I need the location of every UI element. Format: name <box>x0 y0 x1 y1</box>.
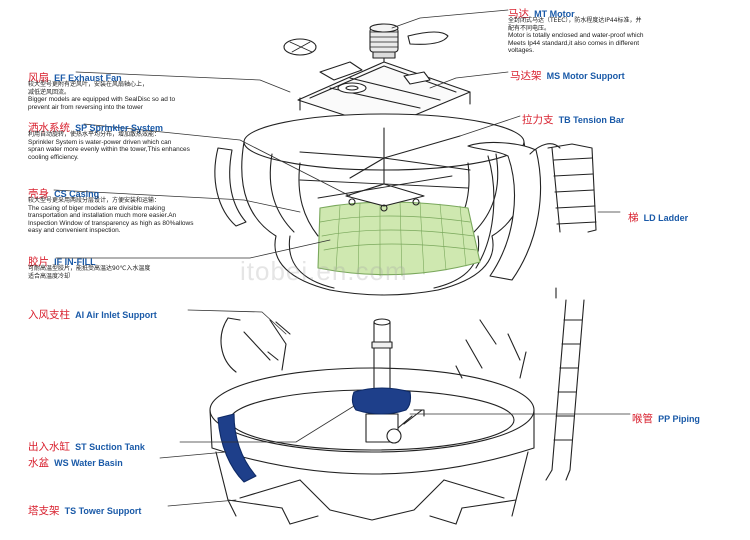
label-en: TB Tension Bar <box>558 115 625 125</box>
ladder-part <box>529 143 597 233</box>
label-en: MT Motor <box>534 9 575 19</box>
label-ef-exhaust-fan: 风扇 EF Exhaust Fan <box>28 68 122 84</box>
note-line: Motor is totally enclosed and water-proo… <box>508 32 644 40</box>
label-ts-tower-support: 塔支架 TS Tower Support <box>28 501 141 517</box>
note-line: 全封闭式马达（TEEC），防水程度达IP44标准，并 <box>508 17 642 24</box>
label-en: MS Motor Support <box>546 71 625 81</box>
note-line: 利用自动旋转，使热水平均分布，增加散热效能： <box>28 131 161 138</box>
watermark: itobei.en.com <box>240 256 408 286</box>
air-inlet-support-part <box>220 317 527 379</box>
label-zh: 马达架 <box>510 70 542 82</box>
label-en: ST Suction Tank <box>75 442 145 452</box>
label-en: AI Air Inlet Support <box>75 310 157 320</box>
label-zh: 拉力支 <box>522 114 554 126</box>
label-zh: 塔支架 <box>28 505 60 517</box>
casing-panel-left <box>214 147 247 227</box>
in-fill-part <box>317 200 481 277</box>
label-zh: 洒水系统 <box>28 122 70 134</box>
label-zh: 胶片 <box>28 256 49 268</box>
label-en: CS Casing <box>54 189 100 199</box>
note-line: 适合高温度冷却 <box>28 272 71 280</box>
note-line: Bigger models are equipped with SealDisc… <box>28 96 176 104</box>
belt-part <box>407 31 449 45</box>
label-zh: 壳身 <box>28 188 49 200</box>
label-st-suction-tank: 出入水缸 ST Suction Tank <box>28 437 145 453</box>
note-line: cooling efficiency. <box>28 153 79 161</box>
label-tb-tension-bar: 拉力支 TB Tension Bar <box>522 110 624 126</box>
note-line: Inspection Window of transparency as hig… <box>28 219 194 227</box>
label-ms-motor-support: 马达架 MS Motor Support <box>510 66 625 82</box>
note-line: easy and convenient inspection. <box>28 227 121 235</box>
note-line: 较大型号更采用两段分层设计，方便安装和运输： <box>28 197 161 204</box>
label-ai-air-inlet-support: 入风支柱 AI Air Inlet Support <box>28 305 157 321</box>
label-en: PP Piping <box>658 414 700 424</box>
label-en: IF IN-FILL <box>54 257 96 267</box>
note-line: Meets Ip44 standard,it also comes in dif… <box>508 39 640 47</box>
note-line: Sprinkler System is water-power driven w… <box>28 138 172 146</box>
motor-support-part <box>297 61 471 129</box>
label-if-in-fill: 胶片 IF IN-FILL <box>28 252 96 268</box>
suction-tank-part <box>351 387 412 415</box>
leader-lines <box>53 9 631 507</box>
note-sp: 利用自动旋转，使热水平均分布，增加散热效能： Sprinkler System … <box>28 131 263 161</box>
fan-cover-part <box>283 38 317 56</box>
label-sp-sprinkler-system: 洒水系统 SP Sprinkler System <box>28 118 163 134</box>
motor-part <box>369 23 399 81</box>
note-line: 可耐高温型胶片，能抵受高温达90℃入水温度 <box>28 265 151 272</box>
note-cs: 较大型号更采用两段分层设计，方便安装和运输： The casing of big… <box>28 197 263 235</box>
label-pp-piping: 喉管 PP Piping <box>632 409 700 425</box>
note-line: prevent air from reversing into the towe… <box>28 103 143 111</box>
note-line: 较大型号更附有逆风叶，安装在风扇轴心上， <box>28 81 149 88</box>
label-ws-water-basin: 水盆 WS Water Basin <box>28 453 123 469</box>
label-en: LD Ladder <box>643 213 689 223</box>
note-line: voltages. <box>508 47 535 55</box>
piping-part <box>361 318 425 444</box>
tower-support-part <box>215 451 529 525</box>
casing-panel-right <box>467 142 541 281</box>
note-line: The casing of biger models are divisible… <box>28 204 165 212</box>
note-line: 减低逆风回流。 <box>28 88 71 96</box>
label-zh: 水盆 <box>28 457 49 469</box>
label-zh: 出入水缸 <box>28 441 70 453</box>
ladder-lower-part <box>545 287 585 481</box>
label-zh: 风扇 <box>28 72 49 84</box>
basin-panel-part <box>217 413 257 483</box>
label-ld-ladder: 梯 LD Ladder <box>628 208 688 224</box>
note-line: spran water more evenly within the tower… <box>28 146 190 154</box>
label-mt-motor: 马达 MT Motor <box>508 4 575 20</box>
label-en: EF Exhaust Fan <box>54 73 122 83</box>
tension-bar-part <box>299 135 471 179</box>
label-zh: 梯 <box>628 212 639 224</box>
label-en: SP Sprinkler System <box>75 123 163 133</box>
label-zh: 马达 <box>508 8 529 20</box>
label-en: TS Tower Support <box>64 506 142 516</box>
label-zh: 喉管 <box>632 413 653 425</box>
note-line: transportation and installation much mor… <box>28 212 177 220</box>
label-en: WS Water Basin <box>54 458 123 468</box>
note-if: 可耐高温型胶片，能抵受高温达90℃入水温度 适合高温度冷却 <box>28 265 263 280</box>
note-line: 配有不同电压。 <box>508 24 551 32</box>
note-ef: 较大型号更附有逆风叶，安装在风扇轴心上， 减低逆风回流。 Bigger mode… <box>28 81 263 111</box>
label-zh: 入风支柱 <box>28 309 70 321</box>
note-mt: 全封闭式马达（TEEC），防水程度达IP44标准，并 配有不同电压。 Motor… <box>508 17 743 55</box>
label-cs-casing: 壳身 CS Casing <box>28 184 99 200</box>
sprinkler-part <box>299 127 469 212</box>
